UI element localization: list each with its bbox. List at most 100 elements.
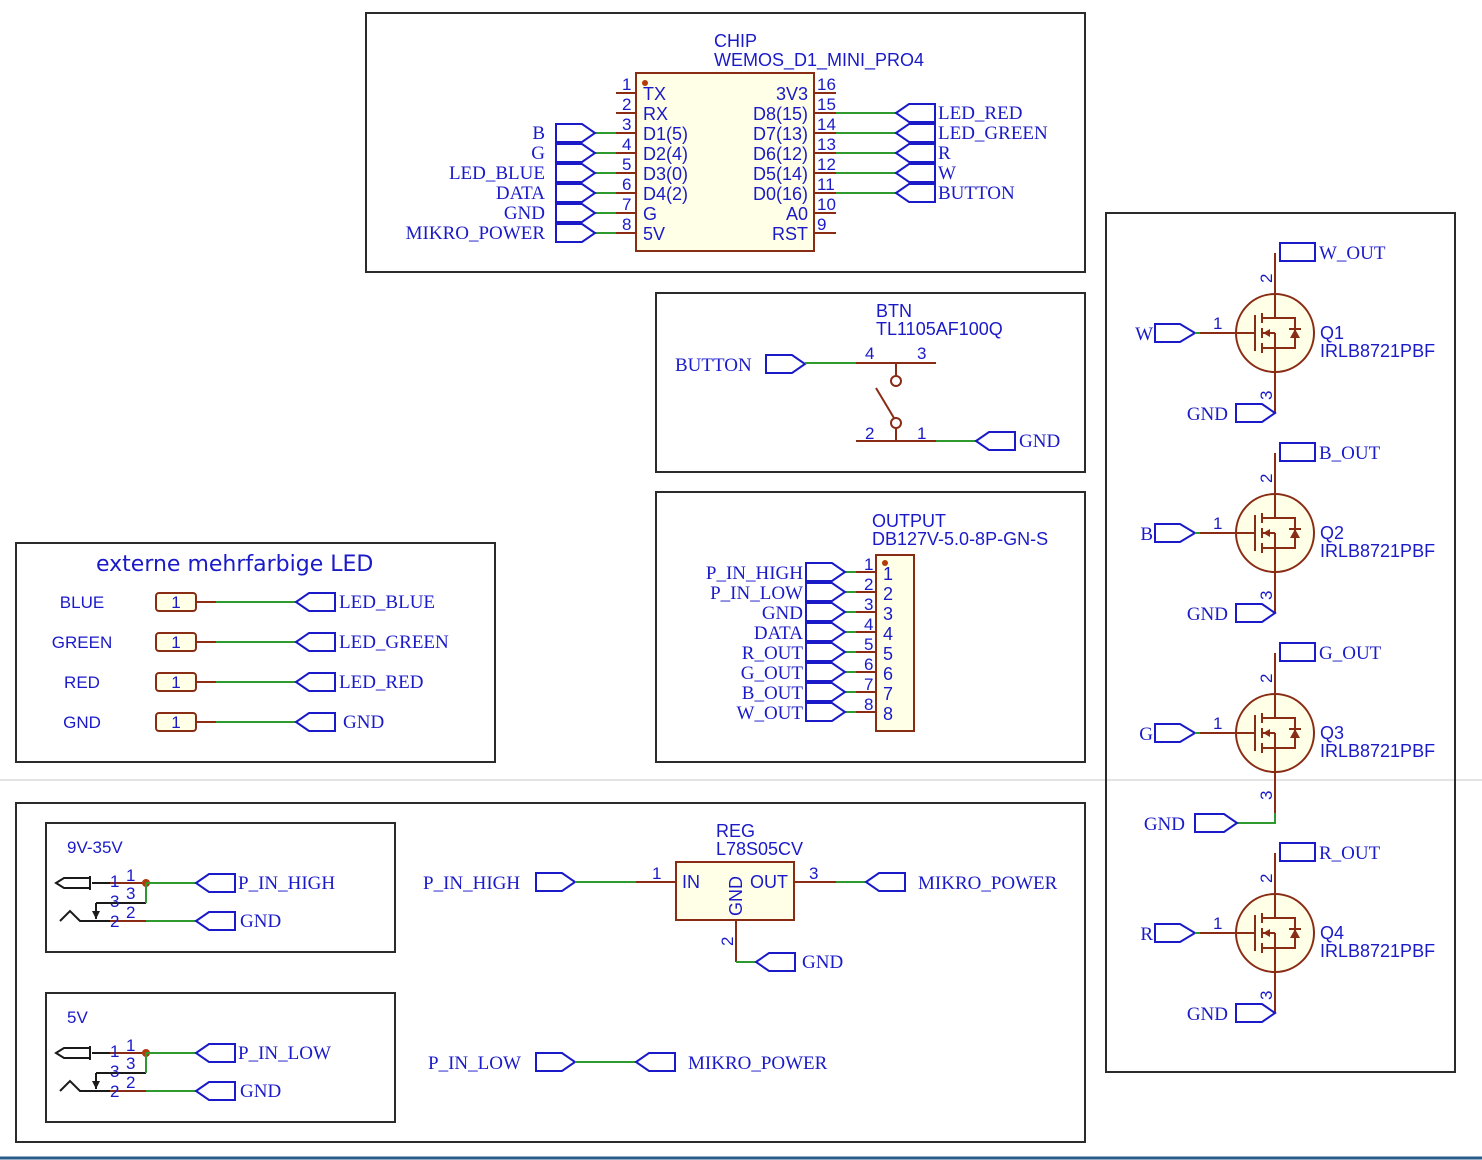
net-port-gnd[interactable] <box>555 203 597 223</box>
net-port-mikro-power[interactable]: MIKRO_POWER <box>634 1052 828 1074</box>
chip-pin-number: 8 <box>622 215 631 234</box>
net-port-g[interactable] <box>1154 723 1197 743</box>
net-label-gnd: GND <box>762 603 803 624</box>
net-port-led-blue[interactable] <box>555 163 597 183</box>
net-label-gnd: GND <box>343 712 384 733</box>
output-connector-body[interactable] <box>875 554 915 732</box>
net-label-led-red: LED_RED <box>339 672 423 693</box>
net-port-mikro-power[interactable]: MIKRO_POWER <box>864 872 1058 894</box>
jack-plug-icon <box>54 877 91 889</box>
net-label-button: BUTTON <box>675 355 752 376</box>
reg-gnd-label: GND <box>726 876 746 916</box>
net-port-led-red[interactable] <box>294 672 336 692</box>
net-port-gnd[interactable]: GND <box>974 431 1060 452</box>
led-pad-number: 1 <box>171 633 180 652</box>
net-port-b[interactable] <box>1154 523 1197 543</box>
net-port-mikro-power[interactable] <box>555 223 597 243</box>
chip-pin-number: 12 <box>817 155 836 174</box>
net-port-b-out[interactable] <box>1279 442 1316 462</box>
regulator: REG L78S05CV IN OUT GND 1 3 2 P_IN_HIGH … <box>423 821 1058 973</box>
net-label-p-in-low: P_IN_LOW <box>238 1043 331 1064</box>
net-port-p-in-low[interactable] <box>194 1043 236 1063</box>
reg-pin-gnd-num: 2 <box>718 937 737 946</box>
net-port-button[interactable] <box>894 183 936 203</box>
chip-pin-label: TX <box>643 84 666 104</box>
net-label-g-out: G_OUT <box>741 663 804 684</box>
net-label-gate: G <box>1139 724 1153 745</box>
net-port-gnd[interactable] <box>1235 603 1277 623</box>
net-port-led-green[interactable] <box>894 123 936 143</box>
net-port-g[interactable] <box>555 143 597 163</box>
led-pad-number: 1 <box>171 593 180 612</box>
chip-name: CHIP <box>714 31 757 51</box>
net-port-g-out[interactable] <box>1279 642 1316 662</box>
net-port-gnd[interactable] <box>1235 1003 1277 1023</box>
led-pad-number: 1 <box>171 673 180 692</box>
net-port-w[interactable] <box>894 163 936 183</box>
net-port-b[interactable] <box>555 123 597 143</box>
mosfet-frame <box>1105 212 1456 1073</box>
jack-pin-number: 2 <box>110 912 119 931</box>
net-port-g-out[interactable] <box>805 662 847 682</box>
net-port-gnd[interactable] <box>294 712 336 732</box>
net-port-gnd[interactable]: GND <box>754 952 843 973</box>
chip-pin-label: D5(14) <box>753 164 808 184</box>
power-bridge: P_IN_LOW MIKRO_POWER <box>428 1052 828 1074</box>
net-port-p-in-low[interactable]: P_IN_LOW <box>428 1052 577 1074</box>
net-port-led-red[interactable] <box>894 103 936 123</box>
net-port-p-in-high[interactable]: P_IN_HIGH <box>423 872 577 894</box>
led-row-label: GREEN <box>52 633 112 652</box>
net-port-led-blue[interactable] <box>294 592 336 612</box>
chip-pin-label: D0(16) <box>753 184 808 204</box>
jack-frame <box>45 992 396 1123</box>
jack-pin-number: 3 <box>110 1062 119 1081</box>
net-port-w-out[interactable] <box>805 702 847 722</box>
net-port-data[interactable] <box>555 183 597 203</box>
chip-pin-label: 3V3 <box>776 84 808 104</box>
output-pin-number: 6 <box>864 655 873 674</box>
net-port-p-in-high[interactable] <box>194 873 236 893</box>
output-pin-number: 5 <box>864 635 873 654</box>
net-port-w[interactable] <box>1154 323 1197 343</box>
net-port-gnd[interactable] <box>194 911 236 931</box>
net-port-button[interactable]: BUTTON <box>675 354 807 376</box>
net-port-r[interactable] <box>1154 923 1197 943</box>
jack-frame <box>45 822 396 953</box>
net-port-gnd[interactable] <box>1194 813 1239 833</box>
output-frame <box>655 491 1086 763</box>
jack-pin-number: 1 <box>126 1036 135 1055</box>
net-port-b-out[interactable] <box>805 682 847 702</box>
net-port-p-in-low[interactable] <box>805 582 847 602</box>
net-port-r[interactable] <box>894 143 936 163</box>
power-frame <box>15 802 1086 1143</box>
chip-pin-number: 6 <box>622 175 631 194</box>
net-port-led-green[interactable] <box>294 632 336 652</box>
btn-pin-1: 1 <box>917 424 926 443</box>
net-port-data[interactable] <box>805 622 847 642</box>
jack-pin-number: 3 <box>110 892 119 911</box>
net-port-gnd[interactable] <box>805 602 847 622</box>
output-pin-label: 1 <box>883 564 893 584</box>
net-port-gnd[interactable] <box>194 1081 236 1101</box>
wire <box>1237 813 1276 824</box>
net-port-w-out[interactable] <box>1279 242 1316 262</box>
output-pin-number: 3 <box>864 595 873 614</box>
chip-body[interactable] <box>635 72 815 252</box>
net-label-led-red: LED_RED <box>938 103 1022 124</box>
net-port-gnd[interactable] <box>1235 403 1277 423</box>
net-label-p-in-low: P_IN_LOW <box>710 583 803 604</box>
net-label-led-green: LED_GREEN <box>938 123 1048 144</box>
net-port-r-out[interactable] <box>805 642 847 662</box>
chip-pin-label: RX <box>643 104 668 124</box>
chip-pin-number: 15 <box>817 95 836 114</box>
net-label-source: GND <box>1187 604 1228 625</box>
net-label-gate: W <box>1135 324 1153 345</box>
net-port-r-out[interactable] <box>1279 842 1316 862</box>
net-port-p-in-high[interactable] <box>805 562 847 582</box>
